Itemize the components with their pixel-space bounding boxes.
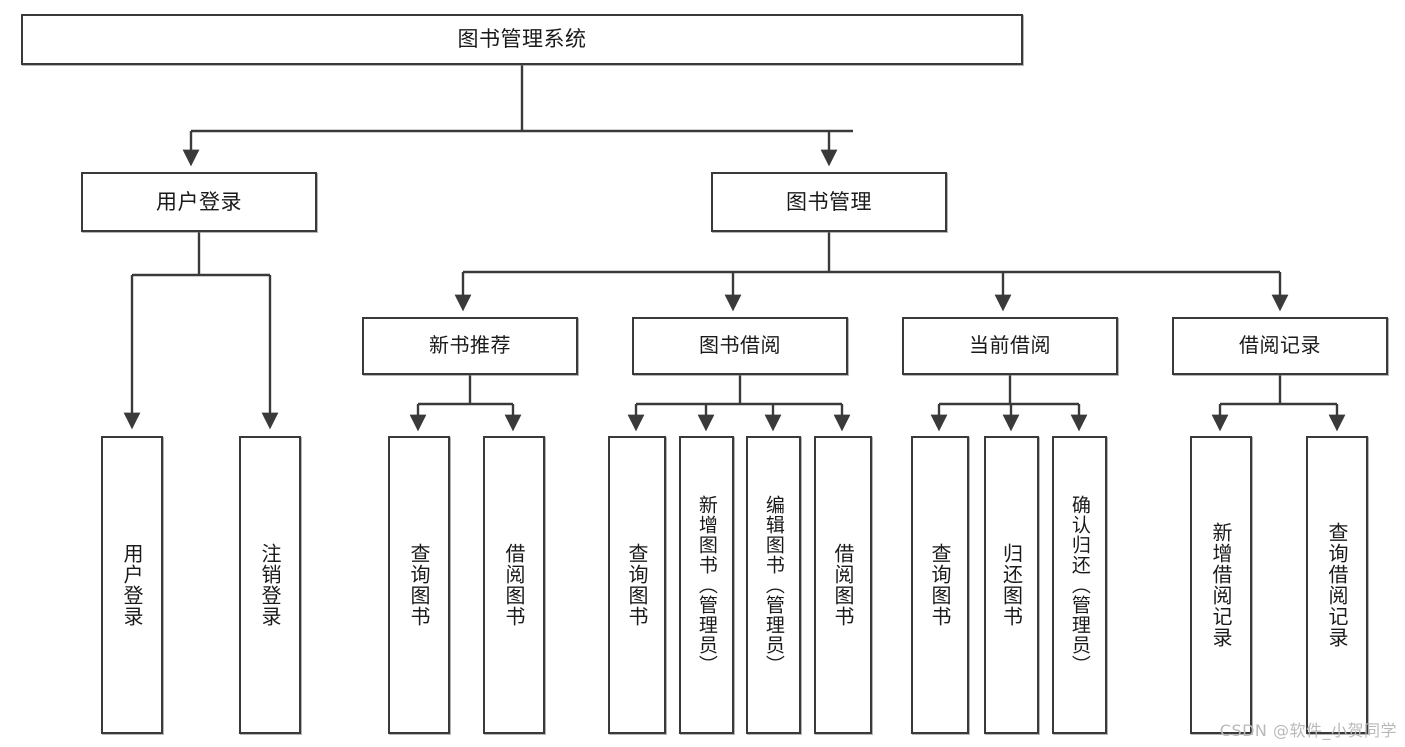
node-leaf-user-logout-label: 注销登录 bbox=[258, 543, 282, 627]
node-leaf-confirm-return-label: 确认归还（管理员） bbox=[1068, 495, 1091, 675]
node-leaf-borrow-book-1-label: 借阅图书 bbox=[502, 543, 526, 627]
node-book-manage[interactable]: 图书管理 bbox=[711, 172, 947, 232]
node-leaf-query-record[interactable]: 查询借阅记录 bbox=[1306, 436, 1368, 734]
node-leaf-query-record-label: 查询借阅记录 bbox=[1325, 522, 1349, 648]
node-book-borrow[interactable]: 图书借阅 bbox=[632, 317, 848, 375]
node-leaf-query-book-1-label: 查询图书 bbox=[407, 543, 431, 627]
node-leaf-confirm-return[interactable]: 确认归还（管理员） bbox=[1052, 436, 1107, 734]
node-leaf-query-book-1[interactable]: 查询图书 bbox=[388, 436, 450, 734]
node-leaf-add-book-label: 新增图书（管理员） bbox=[695, 495, 718, 675]
node-book-borrow-label: 图书借阅 bbox=[699, 333, 781, 358]
node-root[interactable]: 图书管理系统 bbox=[21, 14, 1023, 65]
node-leaf-borrow-book-2[interactable]: 借阅图书 bbox=[814, 436, 872, 734]
node-new-book-rec-label: 新书推荐 bbox=[429, 333, 511, 358]
node-leaf-edit-book[interactable]: 编辑图书（管理员） bbox=[746, 436, 801, 734]
watermark: CSDN @软件_小贺同学 bbox=[1219, 721, 1397, 740]
node-root-label: 图书管理系统 bbox=[457, 27, 587, 52]
node-leaf-query-book-2[interactable]: 查询图书 bbox=[608, 436, 666, 734]
node-leaf-add-book[interactable]: 新增图书（管理员） bbox=[679, 436, 734, 734]
node-leaf-borrow-book-1[interactable]: 借阅图书 bbox=[483, 436, 545, 734]
node-book-manage-label: 图书管理 bbox=[786, 189, 872, 214]
node-borrow-record[interactable]: 借阅记录 bbox=[1172, 317, 1388, 375]
node-borrow-record-label: 借阅记录 bbox=[1239, 333, 1321, 358]
node-leaf-edit-book-label: 编辑图书（管理员） bbox=[762, 495, 785, 675]
node-leaf-user-logout[interactable]: 注销登录 bbox=[239, 436, 301, 734]
node-user-login-label: 用户登录 bbox=[156, 189, 242, 214]
node-leaf-query-book-3-label: 查询图书 bbox=[928, 543, 952, 627]
node-leaf-query-book-2-label: 查询图书 bbox=[625, 543, 649, 627]
node-current-borrow[interactable]: 当前借阅 bbox=[902, 317, 1118, 375]
node-leaf-query-book-3[interactable]: 查询图书 bbox=[911, 436, 969, 734]
node-new-book-rec[interactable]: 新书推荐 bbox=[362, 317, 578, 375]
node-leaf-add-record-label: 新增借阅记录 bbox=[1209, 522, 1233, 648]
node-leaf-borrow-book-2-label: 借阅图书 bbox=[831, 543, 855, 627]
node-leaf-return-book-label: 归还图书 bbox=[999, 543, 1024, 627]
node-leaf-user-login[interactable]: 用户登录 bbox=[101, 436, 163, 734]
node-leaf-return-book[interactable]: 归还图书 bbox=[984, 436, 1039, 734]
node-leaf-user-login-label: 用户登录 bbox=[120, 543, 144, 627]
node-current-borrow-label: 当前借阅 bbox=[969, 333, 1051, 358]
node-leaf-add-record[interactable]: 新增借阅记录 bbox=[1190, 436, 1252, 734]
node-user-login[interactable]: 用户登录 bbox=[81, 172, 317, 232]
